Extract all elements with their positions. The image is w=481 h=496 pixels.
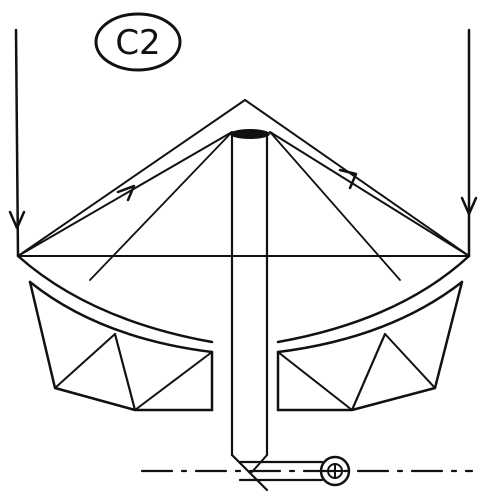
ray-direction-arrow-right bbox=[338, 168, 358, 190]
secondary-mirror-triangle bbox=[17, 99, 470, 257]
arrow-down-icon bbox=[460, 196, 478, 216]
figure-label: C2 bbox=[94, 12, 182, 72]
label-ellipse bbox=[94, 12, 182, 72]
left-support-truss bbox=[28, 280, 214, 412]
incoming-ray-left bbox=[8, 28, 26, 258]
output-path bbox=[230, 453, 324, 492]
ray-direction-arrow-left bbox=[116, 184, 136, 202]
circled-plus-icon bbox=[319, 455, 351, 487]
label-text: C2 bbox=[115, 23, 160, 63]
secondary-mirror-top bbox=[230, 129, 270, 139]
central-tube bbox=[230, 129, 270, 457]
right-support-truss bbox=[276, 280, 464, 412]
arrow-down-icon bbox=[8, 210, 26, 230]
incoming-ray-right bbox=[460, 28, 478, 258]
reflected-rays bbox=[17, 131, 470, 281]
primary-mirror bbox=[16, 254, 471, 354]
